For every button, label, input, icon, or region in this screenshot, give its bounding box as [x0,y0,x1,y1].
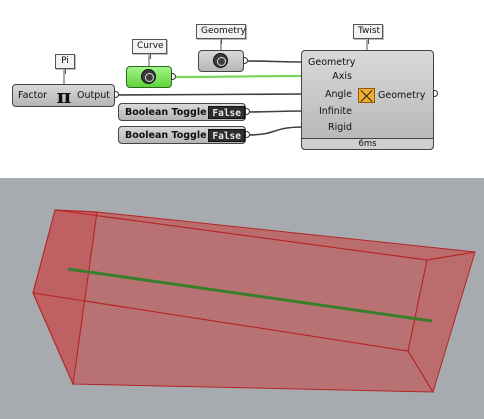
twist-component[interactable]: Geometry Axis Angle Infinite Rigid Geome… [301,50,434,150]
separator [0,158,484,178]
curve-param-icon [141,69,156,84]
wire-toggle-infinite [245,110,305,113]
twist-input-rigid[interactable]: Rigid [328,122,352,133]
port-geometry-output[interactable] [243,57,248,64]
toggle-label: Boolean Toggle [125,106,207,118]
pi-output[interactable]: Output [77,90,110,101]
twist-input-infinite[interactable]: Infinite [318,106,352,117]
port-curve-output[interactable] [171,73,176,80]
pi-input-factor[interactable]: Factor [18,90,48,101]
wires-layer [63,40,368,136]
grasshopper-canvas[interactable]: Pi Curve Geometry Twist Factor π Output … [0,0,484,158]
boolean-toggle-rigid[interactable]: Boolean Toggle False [118,126,246,144]
geometry-param[interactable] [198,50,244,72]
wire-pi-angle [114,93,305,96]
box-edge-hidden [72,211,98,385]
port-toggle1-output[interactable] [245,108,250,115]
tag-curve: Curve [132,39,167,59]
boolean-toggle-infinite[interactable]: Boolean Toggle False [118,103,246,121]
curve-param[interactable] [126,66,172,88]
pi-icon: π [56,83,72,108]
twist-input-geometry[interactable]: Geometry [308,57,356,68]
twist-input-axis[interactable]: Axis [332,71,352,82]
twist-timer: 6ms [301,138,434,150]
wire-curve [171,74,305,79]
rhino-viewport[interactable] [0,178,484,419]
tag-twist: Twist [353,24,383,44]
twist-axis-line [67,267,433,323]
tag-geometry: Geometry [196,24,246,44]
twist-output-geometry[interactable]: Geometry [378,90,426,101]
toggle-value[interactable]: False [208,105,245,119]
toggle-label: Boolean Toggle [125,129,207,141]
toggle-value[interactable]: False [208,128,245,142]
tag-pi: Pi [55,54,75,74]
geometry-param-icon [213,53,228,68]
port-pi-output[interactable] [114,91,119,98]
wire-geometry [245,60,305,63]
twist-icon [358,88,375,103]
wire-toggle-rigid [245,126,305,136]
twist-input-angle[interactable]: Angle [324,89,352,100]
port-twist-output[interactable] [433,90,438,97]
viewport-scene [32,209,476,394]
pi-component[interactable]: Factor π Output [12,84,115,107]
port-toggle2-output[interactable] [245,131,250,138]
